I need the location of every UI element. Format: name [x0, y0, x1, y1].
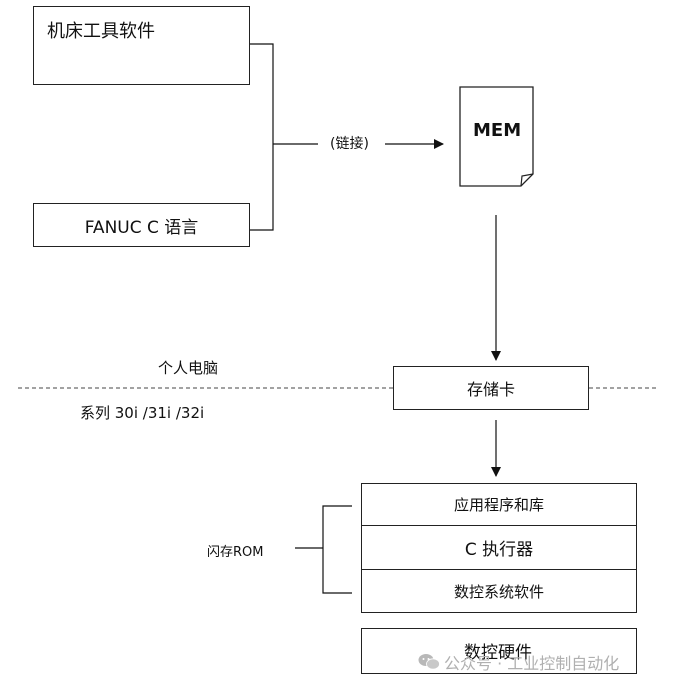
flash-rom-label: 闪存ROM	[207, 545, 264, 560]
flash-rom-bracket	[322, 505, 352, 594]
c-executor-label: C 执行器	[464, 540, 534, 560]
fanuc-c-language-label: FANUC C 语言	[84, 217, 199, 238]
flash-rom-stack: 应用程序和库 C 执行器 数控系统软件	[361, 483, 637, 613]
personal-computer-label: 个人电脑	[158, 359, 219, 377]
cnc-hardware-box: 数控硬件	[361, 628, 637, 674]
memory-card-label: 存储卡	[466, 380, 515, 399]
apps-and-libraries-label: 应用程序和库	[453, 496, 544, 514]
c-executor-row: C 执行器	[362, 526, 636, 570]
cnc-system-software-label: 数控系统软件	[453, 582, 544, 601]
cnc-hardware-label: 数控硬件	[464, 643, 532, 663]
machine-tool-software-label: 机床工具软件	[47, 21, 155, 42]
apps-and-libraries-row: 应用程序和库	[362, 484, 636, 526]
watermark-text: 公众号 · 工业控制自动化	[444, 654, 620, 673]
series-label: 系列 30i /31i /32i	[80, 404, 205, 422]
watermark: 公众号 · 工业控制自动化	[418, 650, 619, 674]
mem-label: MEM	[473, 120, 522, 141]
fanuc-c-language-box: FANUC C 语言	[33, 203, 250, 247]
wechat-icon	[418, 654, 440, 670]
memory-card-box: 存储卡	[393, 366, 589, 410]
link-label: (链接)	[330, 136, 369, 152]
machine-tool-software-box: 机床工具软件	[33, 6, 250, 85]
mem-document-shape	[459, 86, 534, 187]
cnc-system-software-row: 数控系统软件	[362, 570, 636, 612]
bracket-software-to-link	[250, 43, 274, 231]
